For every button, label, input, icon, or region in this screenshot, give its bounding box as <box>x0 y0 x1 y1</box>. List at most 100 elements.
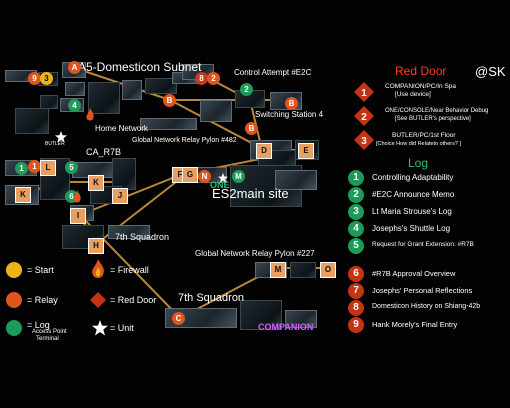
legend-unit-label: = Unit <box>110 323 134 333</box>
log-item-4: Josephs's Shuttle Log <box>372 224 451 233</box>
firewall-icon <box>72 190 82 204</box>
room-tile <box>122 80 142 100</box>
map-label-ca-r7b: CA_R7B <box>86 147 122 157</box>
log-item-9: Hank Morely's Final Entry <box>372 320 458 329</box>
red-door-item-1-line2: [Use device] <box>395 91 431 98</box>
legend-log-swatch <box>6 320 22 336</box>
unit-star-icon <box>218 170 228 183</box>
door-node[interactable]: K <box>15 187 31 203</box>
red-door-item-2-line1: ONE/CONSOLE/Near Behavior Debug <box>385 108 489 114</box>
door-node[interactable]: G <box>182 167 198 183</box>
log-node[interactable]: 2 <box>240 83 253 96</box>
door-node[interactable]: I <box>70 208 86 224</box>
legend-firewall-icon <box>90 259 106 279</box>
relay-node[interactable]: B <box>285 97 298 110</box>
red-door-item-2-line2: [See BUTLER's perspective] <box>395 116 471 122</box>
relay-node[interactable]: C <box>172 312 185 325</box>
svg-text:2: 2 <box>361 112 367 123</box>
log-marker-5: 5 <box>348 238 364 254</box>
log-marker-3: 3 <box>348 204 364 220</box>
door-node[interactable]: J <box>112 188 128 204</box>
map-label-one: ONE <box>210 180 230 190</box>
room-tile <box>290 262 316 278</box>
map-label-butler: BUTLER <box>45 141 65 147</box>
log-marker-7: 7 <box>348 283 364 299</box>
log-item-1: Controlling Adaptability <box>372 173 454 182</box>
door-node[interactable]: K <box>88 175 104 191</box>
log-marker-9: 9 <box>348 317 364 333</box>
map-label-7th-squadron-upper: 7th Squadron <box>115 232 170 242</box>
log-item-2: #E2C Announce Memo <box>372 190 455 199</box>
log-marker-4: 4 <box>348 221 364 237</box>
legend-relay-label: = Relay <box>27 295 58 305</box>
relay-node[interactable]: 9 <box>28 72 41 85</box>
red-door-title: Red Door <box>395 64 447 78</box>
legend-unit-star-icon <box>92 320 108 336</box>
map-label-es2main: ES2main site <box>212 186 289 201</box>
red-door-diamond-2: 2 <box>354 106 374 126</box>
route-segment <box>169 99 266 151</box>
red-door-item-3-line2: [Choice How did Relateto others? ] <box>376 141 461 147</box>
room-tile <box>108 225 150 239</box>
log-marker-2: 2 <box>348 187 364 203</box>
legend-start-swatch <box>6 262 22 278</box>
log-item-5: Request for Grant Extension: #R7B <box>372 241 474 248</box>
log-item-6: #R7B Approval Overview <box>372 269 456 278</box>
room-tile <box>145 78 177 94</box>
svg-text:1: 1 <box>361 88 367 99</box>
relay-node[interactable]: N <box>198 170 211 183</box>
map-label-switching-station: Switching Station 4 <box>255 110 324 119</box>
log-item-8: Domesticon History on Shiang-42b <box>372 303 481 310</box>
door-node[interactable]: H <box>88 238 104 254</box>
log-node[interactable]: M <box>232 170 245 183</box>
legend-relay-swatch <box>6 292 22 308</box>
start-node[interactable]: 3 <box>40 72 53 85</box>
log-title: Log <box>408 156 429 170</box>
log-marker-1: 1 <box>348 170 364 186</box>
map-label-companion: COMPANION <box>258 322 314 332</box>
red-door-item-1-line1: COMPANION/PC/In Spa <box>385 83 457 90</box>
relay-node[interactable]: B <box>163 94 176 107</box>
log-marker-8: 8 <box>348 300 364 316</box>
map-label-home-network: Home Network <box>95 124 148 133</box>
room-tile <box>200 100 232 122</box>
door-node[interactable]: O <box>320 262 336 278</box>
relay-node[interactable]: 1 <box>28 160 41 173</box>
red-door-diamond-1: 1 <box>354 82 374 102</box>
map-label-relay-482: Global Network Relay Pylon #482 <box>132 137 237 144</box>
log-node[interactable]: 4 <box>68 99 81 112</box>
legend-red-door-icon <box>90 292 106 308</box>
relay-node[interactable]: 2 <box>207 72 220 85</box>
svg-text:3: 3 <box>361 136 367 147</box>
door-node[interactable]: D <box>256 143 272 159</box>
unit-star-icon <box>55 130 67 143</box>
door-node[interactable]: M <box>270 262 286 278</box>
map-label-domesticon: A5-Domesticon Subnet <box>78 60 202 74</box>
room-tile <box>15 108 49 134</box>
watermark: @SK <box>475 64 506 79</box>
legend-log-sub1: Access Point <box>32 329 67 335</box>
room-tile <box>285 310 317 328</box>
log-item-3: Lt Maria Strouse's Log <box>372 207 452 216</box>
legend-log-sub2: Terminal <box>36 336 59 342</box>
log-marker-6: 6 <box>348 266 364 282</box>
firewall-icon <box>85 108 95 122</box>
log-node[interactable]: 5 <box>65 161 78 174</box>
red-door-node[interactable]: 8 <box>195 72 208 85</box>
relay-node[interactable]: B <box>245 122 258 135</box>
door-node[interactable]: E <box>298 143 314 159</box>
map-label-7th-squadron-lower: 7th Squadron <box>178 292 245 304</box>
room-tile <box>40 95 58 109</box>
red-door-diamond-3: 3 <box>354 130 374 150</box>
legend-start-label: = Start <box>27 265 54 275</box>
door-node[interactable]: L <box>40 160 56 176</box>
room-tile <box>240 300 282 330</box>
room-tile <box>112 158 136 190</box>
room-tile <box>65 82 85 96</box>
room-tile <box>88 82 120 114</box>
map-label-relay-227: Global Network Relay Pylon #227 <box>195 249 315 258</box>
relay-node[interactable]: A <box>68 61 81 74</box>
log-node[interactable]: 1 <box>15 162 28 175</box>
route-segment <box>79 174 181 216</box>
